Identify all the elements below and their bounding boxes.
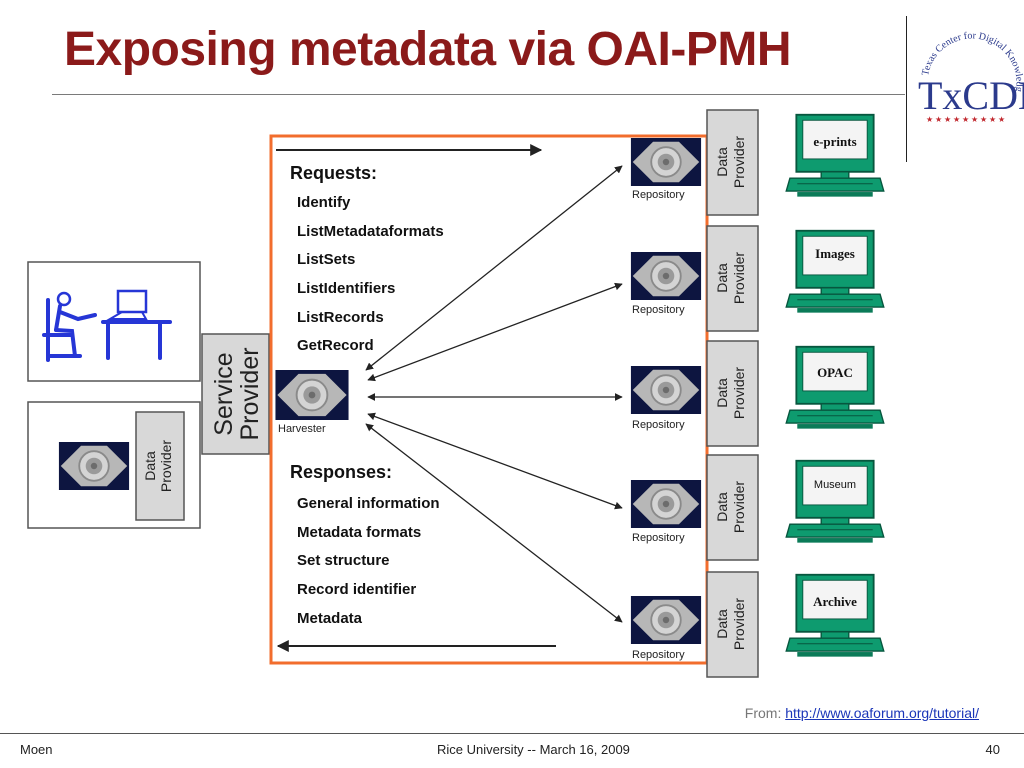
- data-provider-label-1: Data: [714, 263, 730, 293]
- logo-text: TxCDK: [918, 73, 1024, 118]
- computer-label: e-prints: [813, 134, 856, 149]
- svg-text:★: ★: [989, 115, 996, 124]
- request-item: Identify: [297, 194, 351, 211]
- request-item: ListIdentifiers: [297, 280, 395, 297]
- service-provider-label-2: Provider: [236, 347, 264, 440]
- computer-icon: [785, 229, 885, 314]
- response-item: Metadata formats: [297, 524, 421, 541]
- computer-icon: [785, 113, 885, 198]
- provider-row: Repository Data Provider Images: [629, 225, 885, 332]
- provider-row: Repository Data Provider e-prints: [629, 109, 885, 216]
- svg-text:★: ★: [935, 115, 942, 124]
- computer-icon: [785, 459, 885, 544]
- data-provider-label-2: Provider: [731, 367, 747, 419]
- svg-text:★: ★: [962, 115, 969, 124]
- left-data-provider-label-1: Data: [142, 451, 158, 481]
- computer-icon: [785, 345, 885, 430]
- data-provider-label-1: Data: [714, 609, 730, 639]
- title-divider: [52, 94, 905, 95]
- data-provider-label-2: Provider: [731, 481, 747, 533]
- computer-label: OPAC: [817, 365, 853, 380]
- left-data-provider-box: Data Provider: [27, 401, 201, 529]
- svg-text:★: ★: [971, 115, 978, 124]
- repository-label: Repository: [632, 419, 685, 431]
- source-citation: From: http://www.oaforum.org/tutorial/: [745, 705, 979, 721]
- requests-heading: Requests:: [290, 163, 377, 183]
- logo-stars: ★★★ ★★★ ★★★: [926, 115, 1005, 124]
- svg-text:★: ★: [953, 115, 960, 124]
- service-provider-label-1: Service: [210, 352, 238, 435]
- txcdk-logo: Texas Center for Digital Knowledge TxCDK…: [906, 16, 1024, 162]
- data-provider-label-2: Provider: [731, 598, 747, 650]
- computer-label: Images: [815, 246, 855, 261]
- source-link[interactable]: http://www.oaforum.org/tutorial/: [785, 705, 979, 721]
- request-item: ListRecords: [297, 309, 384, 326]
- request-item: GetRecord: [297, 337, 374, 354]
- computer-label: Museum: [814, 479, 856, 491]
- footer-divider: [0, 733, 1024, 734]
- harvester: Harvester: [274, 370, 350, 435]
- svg-text:★: ★: [998, 115, 1005, 124]
- footer-author: Moen: [20, 742, 53, 757]
- repository-label: Repository: [632, 189, 685, 201]
- harvest-arrows: [365, 165, 623, 623]
- data-provider-label-2: Provider: [731, 252, 747, 304]
- user-box: [27, 261, 201, 382]
- computer-icon: [785, 573, 885, 658]
- responses-list: Responses: General information Metadata …: [290, 462, 440, 627]
- page-number: 40: [985, 742, 1000, 757]
- response-item: Record identifier: [297, 581, 416, 598]
- footer-event: Rice University -- March 16, 2009: [437, 742, 630, 757]
- repository-label: Repository: [632, 649, 685, 661]
- data-provider-label-1: Data: [714, 378, 730, 408]
- svg-text:★: ★: [926, 115, 933, 124]
- responses-heading: Responses:: [290, 462, 392, 482]
- repository-label: Repository: [632, 304, 685, 316]
- data-provider-label-2: Provider: [731, 136, 747, 188]
- data-provider-label-1: Data: [714, 492, 730, 522]
- user-at-computer-icon: [42, 289, 172, 362]
- left-data-provider-label-2: Provider: [158, 440, 174, 492]
- harvester-label: Harvester: [278, 423, 326, 435]
- source-prefix: From:: [744, 705, 786, 721]
- response-item: General information: [297, 495, 440, 512]
- provider-row: Repository Data Provider Archive: [629, 571, 885, 678]
- response-item: Set structure: [297, 552, 390, 569]
- data-provider-label-1: Data: [714, 147, 730, 177]
- service-provider-box: Service Provider: [201, 333, 270, 455]
- request-item: ListSets: [297, 251, 355, 268]
- request-item: ListMetadataformats: [297, 223, 444, 240]
- slide-title: Exposing metadata via OAI-PMH: [64, 23, 792, 76]
- provider-row: Repository Data Provider OPAC: [629, 340, 885, 447]
- svg-text:★: ★: [944, 115, 951, 124]
- repository-label: Repository: [632, 532, 685, 544]
- computer-label: Archive: [813, 594, 857, 609]
- response-item: Metadata: [297, 610, 363, 627]
- requests-list: Requests: Identify ListMetadataformats L…: [290, 163, 444, 354]
- provider-row: Repository Data Provider Museum: [629, 454, 885, 561]
- svg-text:★: ★: [980, 115, 987, 124]
